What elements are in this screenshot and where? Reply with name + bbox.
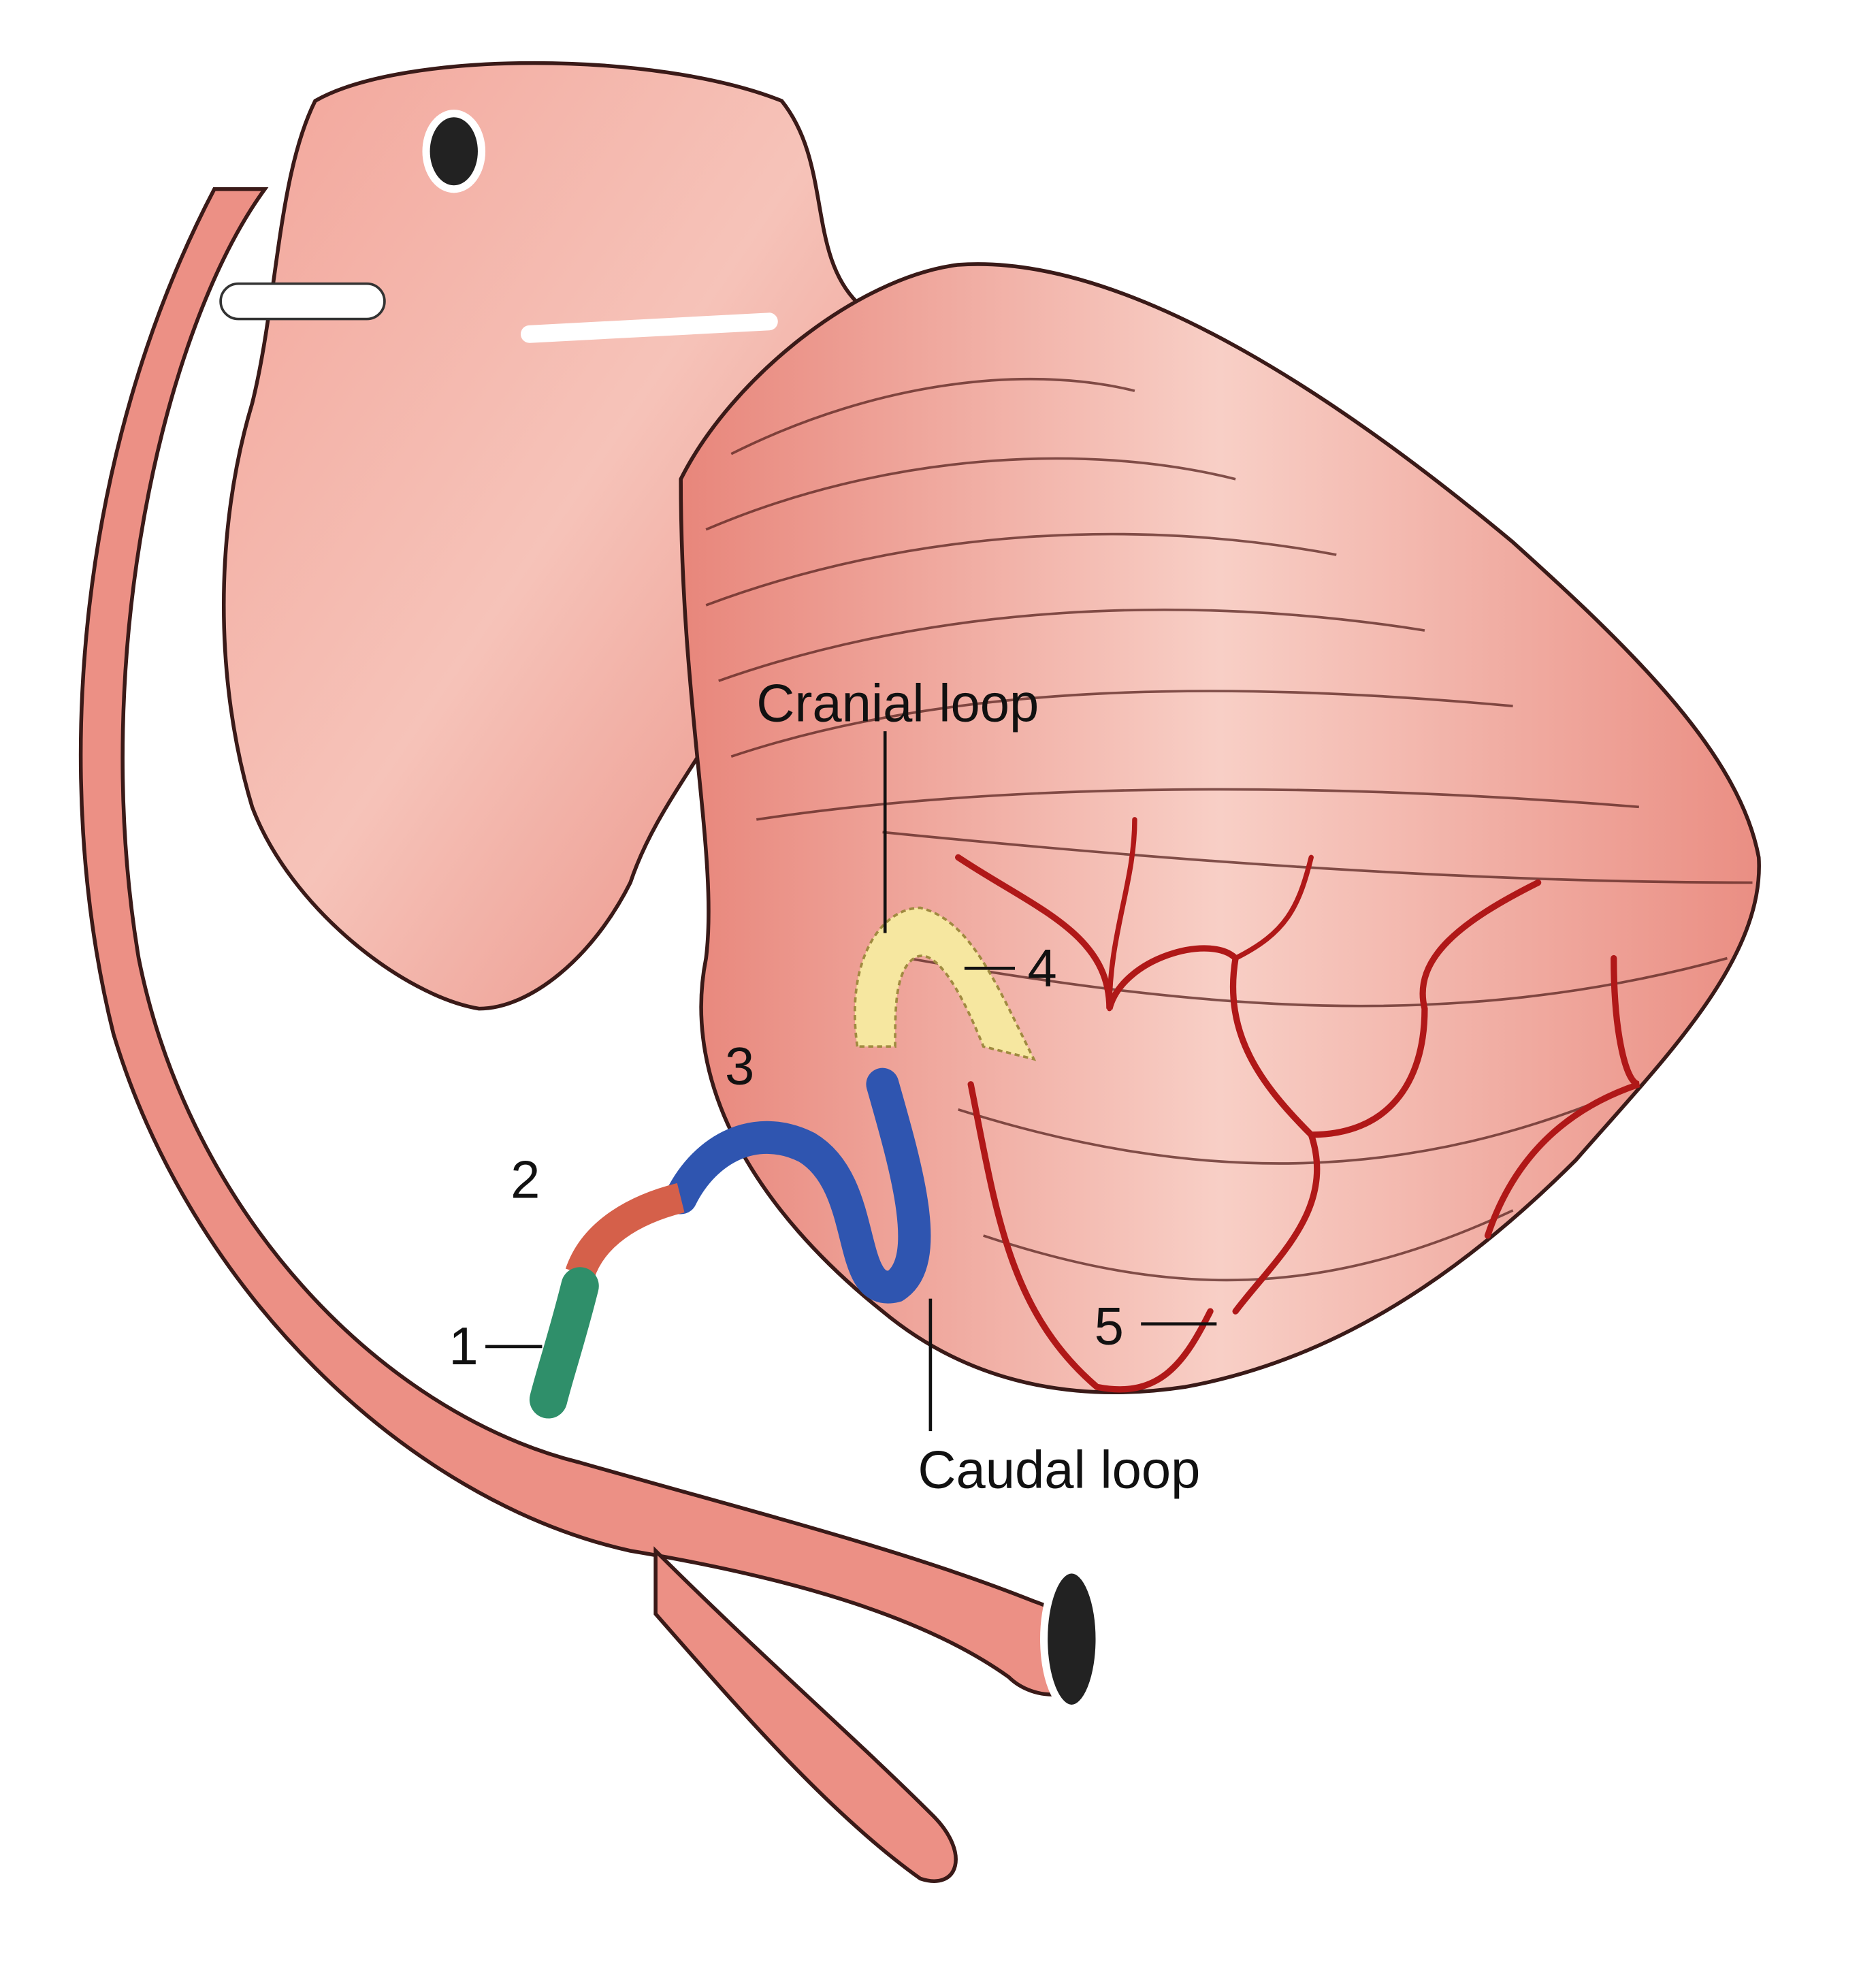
label-cranial-loop: Cranial loop bbox=[756, 674, 1039, 733]
green-segment bbox=[529, 1267, 599, 1419]
blue-segment bbox=[664, 1067, 931, 1304]
arterial-network bbox=[955, 817, 1640, 1393]
tube-top-left bbox=[219, 282, 386, 321]
cecum-body bbox=[679, 262, 1761, 1394]
label-5: 5 bbox=[1095, 1297, 1124, 1355]
label-caudal-loop: Caudal loop bbox=[918, 1441, 1200, 1499]
vessel-lumen-bottom bbox=[1040, 1566, 1103, 1713]
label-3: 3 bbox=[725, 1038, 754, 1096]
haustral-folds bbox=[705, 378, 1753, 1282]
label-2: 2 bbox=[511, 1151, 540, 1209]
label-4: 4 bbox=[1028, 939, 1057, 997]
lower-vessel-branch bbox=[653, 1546, 958, 1883]
tube-top-right bbox=[520, 312, 778, 343]
red-segment bbox=[565, 1183, 685, 1279]
label-1: 1 bbox=[449, 1317, 478, 1376]
vessel-lumen-top bbox=[422, 110, 486, 193]
